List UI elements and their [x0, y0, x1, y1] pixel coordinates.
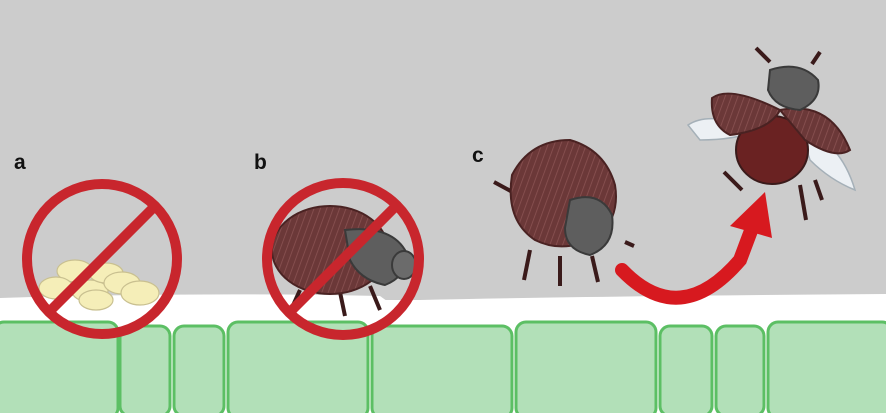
panel-label-c: c: [472, 145, 484, 166]
panel-label-b: b: [254, 152, 267, 173]
panel-label-a: a: [14, 152, 26, 173]
leaf-cell-layer: [0, 322, 886, 413]
